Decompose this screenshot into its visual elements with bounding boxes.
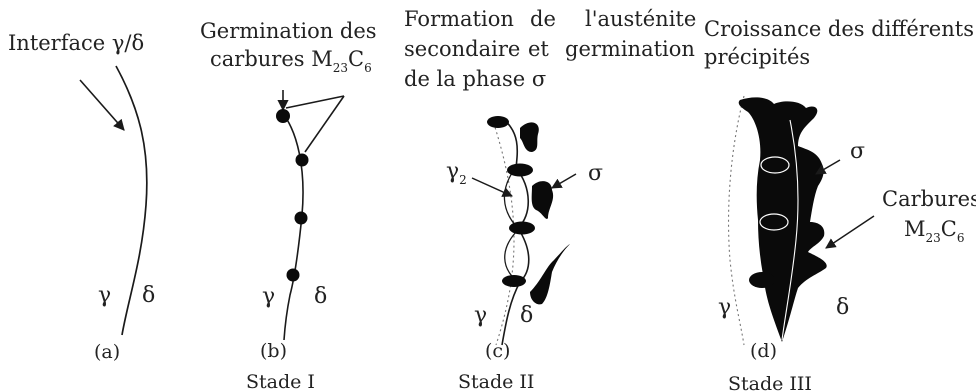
carbide-precipitate — [759, 213, 789, 231]
gamma2-subscript: 2 — [459, 173, 467, 187]
interface-line-b — [279, 109, 304, 341]
panel-c-title-w2: de — [530, 7, 556, 31]
stage-b: Stade I — [246, 371, 315, 392]
carbide-nucleus — [294, 211, 308, 225]
stage-d: Stade III — [728, 373, 812, 392]
sigma-arrow-c — [551, 173, 577, 189]
carbides-label-line2: M23C6 — [904, 217, 965, 245]
gamma-label-d: γ — [718, 295, 731, 320]
sigma-phase — [531, 181, 554, 219]
panel-c: Formation de l'austénite secondaire et g… — [404, 7, 696, 392]
carbides-arrow-d — [825, 215, 875, 249]
panel-b-title-line2: carbures M23C6 — [210, 47, 372, 75]
gamma2-loop — [503, 169, 517, 227]
sigma-label-c: σ — [588, 161, 603, 186]
carbide-nucleus — [295, 153, 309, 167]
panel-b-title-prefix: carbures M — [210, 47, 333, 71]
panel-d: Croissance des différents précipités σ C… — [704, 17, 976, 392]
caption-c: (c) — [485, 340, 510, 362]
panel-b-title-c: C — [348, 47, 364, 71]
carbide-precipitate — [502, 275, 526, 287]
sigma-label-d: σ — [850, 139, 865, 164]
carbides-sub1: 23 — [926, 231, 941, 245]
carbides-label-line1: Carbures — [882, 187, 976, 211]
delta-label-b: δ — [314, 284, 327, 309]
panel-c-title-w5: et — [528, 37, 549, 61]
caption-d: (d) — [750, 340, 777, 362]
gamma2-arrow — [471, 177, 513, 197]
carbide-nucleus — [286, 268, 300, 282]
original-interface-c — [491, 117, 515, 346]
carbide-precipitate — [749, 272, 775, 288]
panel-b-title-sub2: 6 — [364, 61, 372, 75]
gamma2-loop — [504, 231, 517, 281]
panel-c-title-w6: germination — [565, 37, 695, 61]
gamma2-label: γ2 — [446, 159, 467, 187]
carbides-sub2: 6 — [957, 231, 965, 245]
caption-a: (a) — [94, 341, 120, 363]
delta-label-a: δ — [142, 283, 155, 308]
carbides-prefix: M — [904, 217, 926, 241]
gamma-label-a: γ — [98, 283, 111, 308]
gamma-label-c: γ — [474, 303, 487, 328]
sigma-phase — [530, 244, 570, 305]
gamma2-symbol: γ — [446, 159, 459, 184]
carbides-c: C — [941, 217, 957, 241]
stage-c: Stade II — [458, 371, 534, 392]
delta-label-d: δ — [836, 295, 849, 320]
carbide-precipitate — [509, 221, 535, 235]
delta-label-c: δ — [520, 303, 533, 328]
panel-c-title-w4: secondaire — [404, 37, 520, 61]
panel-c-title-w3: l'austénite — [585, 7, 696, 31]
carbide-arrow-right — [304, 95, 345, 153]
sigma-arrow-d — [815, 159, 841, 175]
interface-line-a — [115, 65, 148, 336]
caption-b: (b) — [260, 340, 287, 362]
panel-d-title-line1: Croissance des différents — [704, 17, 974, 41]
interface-arrow — [79, 79, 125, 131]
panel-c-title-line3: de la phase σ — [404, 67, 546, 91]
carbide-nucleus — [276, 109, 290, 123]
panel-b-title-sub1: 23 — [333, 61, 348, 75]
panel-c-title-w1: Formation — [404, 7, 514, 31]
panel-a: Interface γ/δ γ δ (a) — [8, 31, 155, 363]
carbide-precipitate — [760, 156, 790, 174]
panel-a-title: Interface γ/δ — [8, 31, 144, 55]
carbide-precipitate — [487, 116, 509, 128]
original-interface-d — [727, 95, 745, 346]
carbide-precipitate — [507, 163, 533, 177]
inner-interface-d — [781, 119, 799, 341]
panel-b-title-line1: Germination des — [200, 19, 377, 43]
sigma-phase — [520, 122, 539, 152]
panel-d-title-line2: précipités — [704, 45, 810, 69]
carbide-arrow-top — [285, 95, 345, 109]
panel-b: Germination des carbures M23C6 γ δ (b) S… — [200, 19, 377, 392]
gamma-label-b: γ — [262, 284, 275, 309]
